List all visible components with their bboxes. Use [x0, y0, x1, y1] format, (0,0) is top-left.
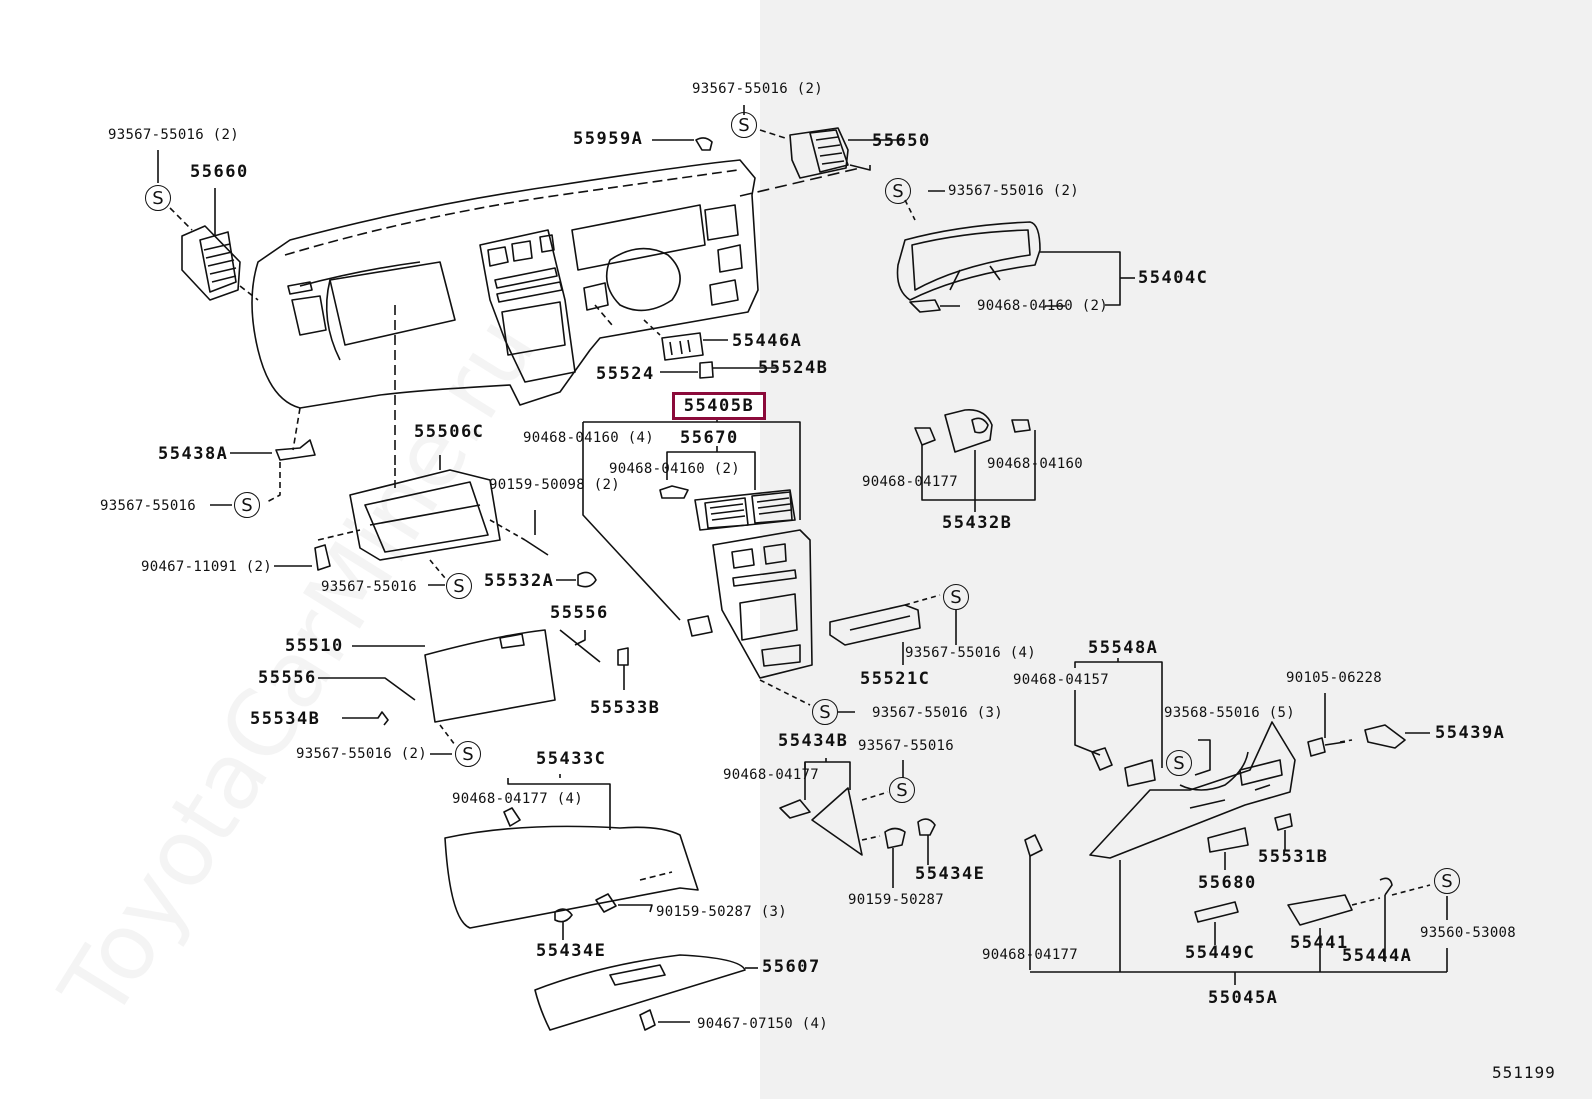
part-label[interactable]: 55959A — [573, 129, 644, 149]
part-label[interactable]: 55531B — [1258, 847, 1329, 867]
part-label[interactable]: 90468-04160 (2) — [977, 298, 1108, 314]
part-label[interactable]: 55449C — [1185, 943, 1256, 963]
s-marker-symbol: S — [1434, 868, 1460, 894]
part-label[interactable]: 55524B — [758, 358, 829, 378]
clip-55959A-drawing — [695, 137, 713, 151]
part-label[interactable]: 55444A — [1342, 946, 1413, 966]
part-label[interactable]: 90159-50287 (3) — [656, 904, 787, 920]
part-label[interactable]: 55439A — [1435, 723, 1506, 743]
lower-panel-55433C-drawing — [444, 774, 699, 940]
part-label[interactable]: 55660 — [190, 162, 249, 182]
lower-panel-55045A-drawing — [1024, 693, 1448, 985]
part-label[interactable]: 90468-04177 — [982, 947, 1079, 963]
part-label[interactable]: 90468-04160 (4) — [523, 430, 654, 446]
part-label[interactable]: 55533B — [590, 698, 661, 718]
part-label[interactable]: 55510 — [285, 636, 344, 656]
part-label[interactable]: 93568-55016 (5) — [1164, 705, 1295, 721]
part-label[interactable]: 90105-06228 — [1286, 670, 1383, 686]
part-label[interactable]: 90467-11091 (2) — [141, 559, 272, 575]
part-label[interactable]: 55670 — [680, 428, 739, 448]
part-label[interactable]: 55441 — [1290, 933, 1349, 953]
part-label[interactable]: 90468-04177 — [862, 474, 959, 490]
part-label[interactable]: 55556 — [258, 668, 317, 688]
part-label[interactable]: 90468-04157 — [1013, 672, 1110, 688]
part-label[interactable]: 90468-04160 (2) — [609, 461, 740, 477]
part-label[interactable]: 93567-55016 (2) — [108, 127, 239, 143]
s-marker-symbol: S — [1166, 750, 1192, 776]
part-label[interactable]: 55434E — [915, 864, 986, 884]
part-group-55548A-drawing — [1074, 658, 1163, 787]
part-label[interactable]: 55607 — [762, 957, 821, 977]
part-label[interactable]: 55524 — [596, 364, 655, 384]
meter-hood-55404C-drawing — [896, 190, 1135, 313]
part-label[interactable]: 55534B — [250, 709, 321, 729]
part-label[interactable]: 90159-50098 (2) — [489, 477, 620, 493]
part-label[interactable]: 55650 — [872, 131, 931, 151]
center-bezel-drawing — [687, 529, 813, 679]
part-tree-55405B-lines — [582, 417, 801, 621]
part-label[interactable]: 55438A — [158, 444, 229, 464]
part-label[interactable]: 93567-55016 (2) — [948, 183, 1079, 199]
lower-cover-55607-drawing — [534, 954, 758, 1031]
right-vent-55650-drawing — [739, 105, 905, 197]
bracket-55438A-drawing — [210, 439, 316, 506]
part-label[interactable]: 90468-04177 (4) — [452, 791, 583, 807]
s-marker-symbol: S — [885, 178, 911, 204]
left-vent-55660-drawing — [157, 150, 259, 301]
part-label[interactable]: 55045A — [1208, 988, 1279, 1008]
s-marker-symbol: S — [889, 777, 915, 803]
part-label[interactable]: 93567-55016 (2) — [692, 81, 823, 97]
s-marker-symbol: S — [446, 573, 472, 599]
s-marker-symbol: S — [943, 584, 969, 610]
glovebox-55510-drawing — [318, 629, 629, 755]
part-label[interactable]: 93567-55016 — [321, 579, 418, 595]
s-marker-symbol: S — [455, 741, 481, 767]
part-label[interactable]: 90468-04177 — [723, 767, 820, 783]
part-label[interactable]: 93567-55016 (2) — [296, 746, 427, 762]
part-group-55432B-drawing — [914, 408, 1036, 512]
part-label[interactable]: 55446A — [732, 331, 803, 351]
s-marker-symbol: S — [812, 699, 838, 725]
part-label[interactable]: 93567-55016 — [100, 498, 197, 514]
diagram-page-code: 551199 — [1492, 1063, 1556, 1082]
part-label[interactable]: 55433C — [536, 749, 607, 769]
dashboard-panel-drawing — [251, 159, 759, 468]
part-label[interactable]: 55548A — [1088, 638, 1159, 658]
part-label[interactable]: 90467-07150 (4) — [697, 1016, 828, 1032]
s-marker-symbol: S — [145, 185, 171, 211]
s-marker-symbol: S — [731, 112, 757, 138]
part-label[interactable]: 55521C — [860, 669, 931, 689]
part-label[interactable]: 55434B — [778, 731, 849, 751]
box-55506C-drawing — [274, 455, 597, 588]
part-label[interactable]: 90159-50287 — [848, 892, 945, 908]
part-label[interactable]: 93567-55016 (4) — [905, 645, 1036, 661]
part-label[interactable]: 55680 — [1198, 873, 1257, 893]
s-marker-symbol: S — [234, 492, 260, 518]
part-label[interactable]: 55556 — [550, 603, 609, 623]
part-label[interactable]: 55434E — [536, 941, 607, 961]
center-vent-55670-drawing — [659, 485, 796, 531]
part-label[interactable]: 93567-55016 (3) — [872, 705, 1003, 721]
part-label[interactable]: 55532A — [484, 571, 555, 591]
highlighted-part-55405B[interactable]: 55405B — [672, 392, 766, 420]
part-55521C-drawing — [759, 594, 957, 713]
part-label[interactable]: 55506C — [414, 422, 485, 442]
bracket-55434B-drawing — [779, 758, 936, 888]
switch-55446A-drawing — [643, 319, 778, 379]
part-label[interactable]: 93560-53008 — [1420, 925, 1517, 941]
part-label[interactable]: 90468-04160 — [987, 456, 1084, 472]
part-label[interactable]: 55432B — [942, 513, 1013, 533]
part-label[interactable]: 55404C — [1138, 268, 1209, 288]
part-label[interactable]: 93567-55016 — [858, 738, 955, 754]
